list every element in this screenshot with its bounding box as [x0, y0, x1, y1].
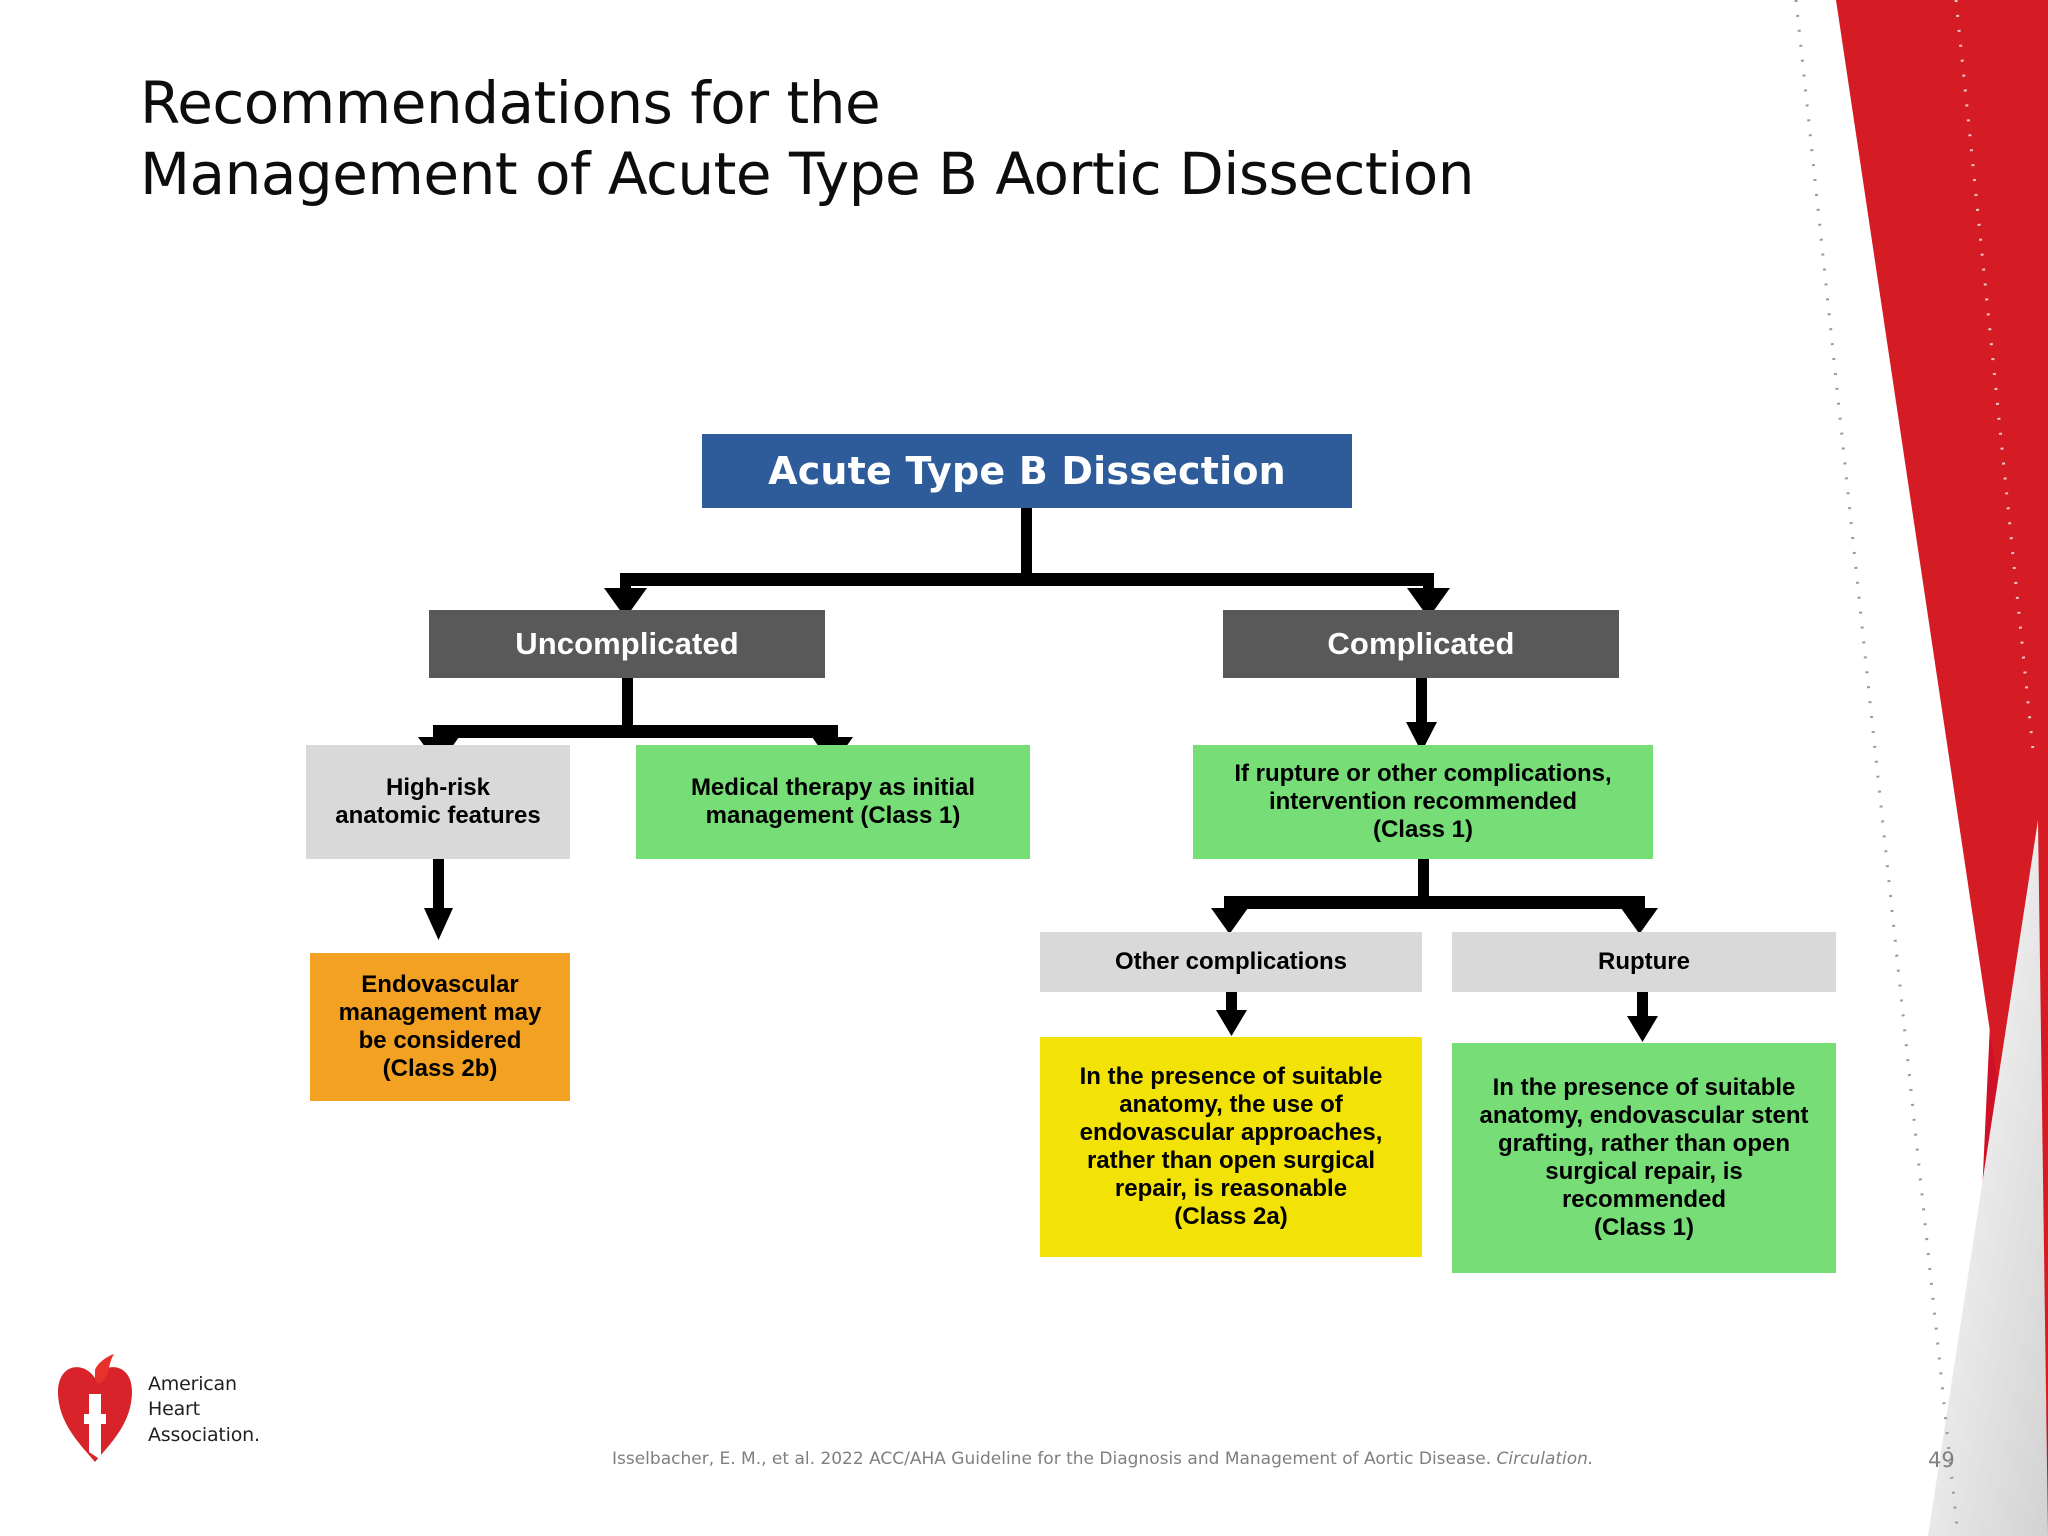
title-line-1: Recommendations for the — [140, 69, 881, 137]
arrow-to-complicated — [1407, 588, 1450, 618]
slide-title: Recommendations for the Management of Ac… — [140, 68, 1640, 210]
flow-node-complicated: Complicated — [1223, 610, 1619, 678]
edge-root-bar — [620, 573, 1434, 586]
arrow-to-endovascular-2a — [1216, 1010, 1247, 1036]
flow-node-if-rupture: If rupture or other complications,interv… — [1193, 745, 1653, 859]
citation-text: Isselbacher, E. M., et al. 2022 ACC/AHA … — [612, 1449, 1492, 1469]
logo-line-1: American — [148, 1373, 237, 1396]
edge-ifrupture-stem — [1418, 859, 1429, 901]
arrow-to-endovascular-2b — [424, 908, 453, 940]
flow-node-label: If rupture or other complications,interv… — [1234, 759, 1612, 844]
flow-node-root: Acute Type B Dissection — [702, 434, 1352, 508]
edge-ifrupture-bar — [1224, 896, 1645, 909]
edge-othercomp-stem — [1226, 992, 1237, 1014]
edge-comp-stem — [1416, 678, 1427, 728]
edge-rupture-stem — [1637, 992, 1648, 1020]
aha-logo: American Heart Association. — [52, 1350, 267, 1470]
citation: Isselbacher, E. M., et al. 2022 ACC/AHA … — [612, 1449, 1593, 1469]
flow-node-rupture: Rupture — [1452, 932, 1836, 992]
flow-node-label: Acute Type B Dissection — [768, 448, 1286, 493]
arrow-to-uncomplicated — [604, 588, 647, 618]
edge-unc-bar — [433, 725, 838, 738]
flow-node-label: Rupture — [1598, 947, 1690, 975]
arrow-to-other-complications — [1211, 908, 1248, 934]
arrow-to-stent-grafting — [1627, 1016, 1658, 1042]
flow-node-label: Other complications — [1114, 947, 1348, 975]
flow-node-label: Complicated — [1327, 625, 1515, 661]
citation-journal: Circulation. — [1496, 1449, 1594, 1469]
arrow-to-rupture — [1621, 908, 1658, 934]
edge-highrisk-stem — [433, 859, 444, 919]
flow-node-label: Uncomplicated — [515, 625, 739, 661]
edge-unc-stem — [622, 678, 633, 733]
flow-node-other-complications: Other complications — [1040, 932, 1422, 992]
arrow-to-if-rupture — [1406, 722, 1437, 752]
heart-torch-icon — [58, 1354, 132, 1462]
flow-node-uncomplicated: Uncomplicated — [429, 610, 825, 678]
page-number: 49 — [1928, 1448, 1955, 1472]
title-line-2: Management of Acute Type B Aortic Dissec… — [140, 139, 1474, 208]
edge-root-stem — [1021, 508, 1032, 581]
logo-line-2: Heart — [148, 1398, 200, 1421]
aha-logo-text: American Heart Association. — [148, 1372, 260, 1447]
logo-line-3: Association. — [148, 1423, 260, 1446]
